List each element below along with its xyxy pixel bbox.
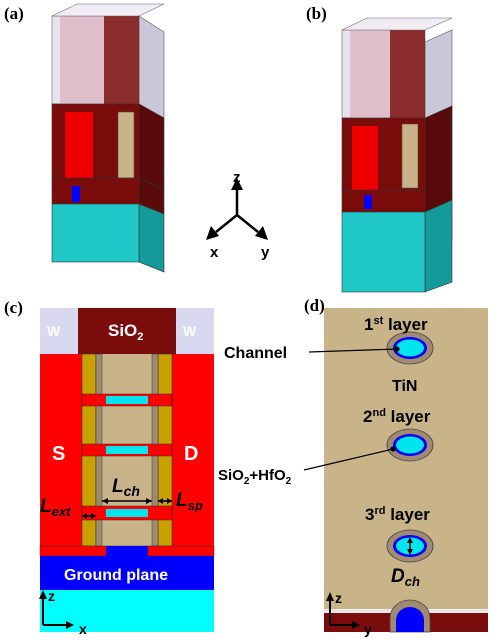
- panel-label-a: (a): [4, 4, 24, 23]
- label-ground-plane: Ground plane: [64, 567, 168, 584]
- label-layer-2: 2nd layer: [363, 407, 431, 426]
- label-l-ext: Lext: [40, 496, 71, 519]
- label-source: S: [52, 443, 65, 465]
- axis3d-z-label: z: [233, 169, 241, 186]
- label-channel: Channel: [224, 345, 287, 362]
- label-oxide: SiO2+HfO2: [218, 467, 292, 487]
- cross-section-d: [303, 308, 488, 633]
- label-sio2: SiO2: [108, 321, 143, 343]
- label-layer-1: 1st layer: [364, 315, 428, 334]
- label-tin: TiN: [392, 378, 417, 395]
- w-region-left: [40, 308, 78, 354]
- label-w-left: W: [47, 323, 61, 339]
- device-3d-view-a: [51, 3, 165, 273]
- panel-label-d: (d): [304, 296, 325, 315]
- label-layer-3: 3rd layer: [365, 505, 430, 524]
- source-region: [40, 354, 82, 546]
- label-d-ch: Dch: [391, 566, 420, 589]
- axis-d-z-label: z: [335, 590, 342, 606]
- device-3d-view-b: [341, 17, 453, 293]
- w-region-right: [176, 308, 214, 354]
- axes-3d: [206, 178, 268, 240]
- axis-c-z-label: z: [48, 588, 55, 604]
- label-drain: D: [184, 443, 198, 465]
- label-l-ch: Lch: [112, 476, 140, 499]
- channel-layers: [81, 393, 173, 521]
- axis3d-y-label: y: [261, 244, 270, 261]
- panel-label-b: (b): [306, 4, 327, 23]
- cross-section-c: [39, 308, 215, 632]
- label-w-right: W: [183, 323, 197, 339]
- label-l-sp: Lsp: [176, 490, 203, 513]
- drain-region: [172, 354, 214, 546]
- axis-c-x-label: x: [79, 621, 87, 637]
- sio2-region: [78, 308, 176, 354]
- ground-plane-region: [40, 556, 214, 590]
- axis-d-y-label: y: [364, 621, 372, 637]
- axis3d-x-label: x: [210, 244, 219, 261]
- panel-label-c: (c): [4, 298, 23, 317]
